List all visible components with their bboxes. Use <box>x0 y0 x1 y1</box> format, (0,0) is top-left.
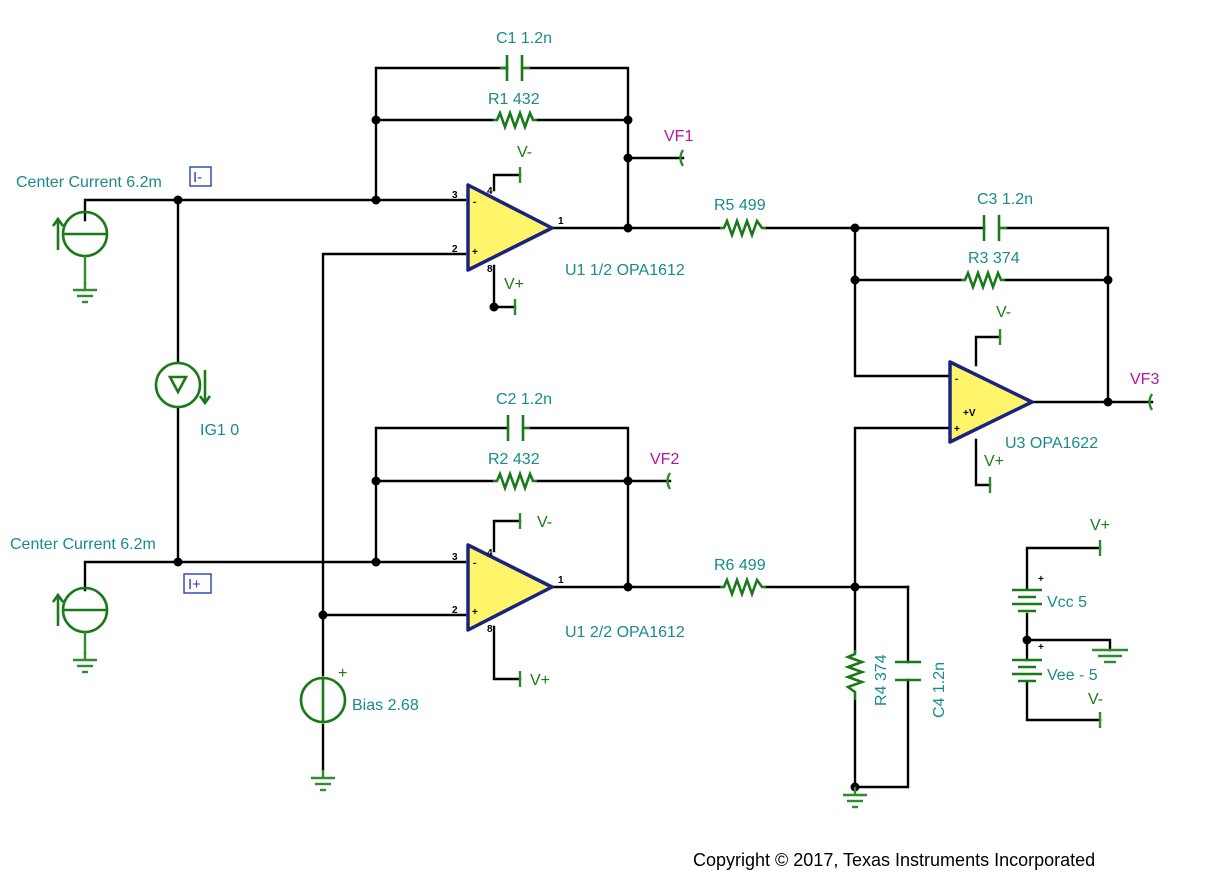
opamp-u3: - + +V <box>948 360 1034 444</box>
voltage-source-bias: + <box>299 665 347 792</box>
svg-text:1: 1 <box>558 575 564 586</box>
label-c3: C3 1.2n <box>977 191 1033 208</box>
label-vf1: VF1 <box>664 128 693 145</box>
ground-symbols <box>841 648 1128 809</box>
label-vee: Vee - 5 <box>1047 667 1098 684</box>
svg-text:+: + <box>472 247 478 258</box>
resistor-r3 <box>961 269 1005 291</box>
label-u1b: U1 2/2 OPA1612 <box>565 624 685 641</box>
svg-text:-: - <box>955 374 958 385</box>
label-c1: C1 1.2n <box>496 30 552 47</box>
svg-text:3: 3 <box>452 552 458 563</box>
svg-text:4: 4 <box>487 548 493 559</box>
terminals <box>513 149 1154 728</box>
svg-text:-: - <box>473 197 476 208</box>
battery-vcc: + <box>1012 574 1044 613</box>
opamp-u1a: 3 2 1 4 8 - + <box>452 183 564 275</box>
label-vminus-u1a: V- <box>517 144 532 161</box>
label-vminus-battery: V- <box>1088 691 1103 708</box>
label-vminus-u1b: V- <box>537 514 552 531</box>
junction-dots <box>173 115 1113 792</box>
i-minus-box <box>189 166 212 187</box>
svg-text:+: + <box>1038 642 1044 653</box>
resistor-r6 <box>720 576 766 598</box>
label-i-plus: I+ <box>188 576 201 593</box>
capacitor-c1 <box>500 55 530 81</box>
label-vcc: Vcc 5 <box>1047 594 1087 611</box>
copyright-notice: Copyright © 2017, Texas Instruments Inco… <box>693 850 1096 870</box>
resistor-r1 <box>493 109 537 131</box>
battery-vee: + <box>1012 642 1044 683</box>
svg-text:-: - <box>473 558 476 569</box>
svg-text:8: 8 <box>487 264 493 275</box>
label-vf3: VF3 <box>1130 371 1159 388</box>
svg-text:+: + <box>472 607 478 618</box>
label-vf2: VF2 <box>650 451 679 468</box>
opamp-u1b: 3 2 1 4 8 - + <box>452 543 564 635</box>
label-u3: U3 OPA1622 <box>1005 435 1098 452</box>
svg-text:+: + <box>1038 574 1044 585</box>
label-vplus-u1b: V+ <box>530 672 550 689</box>
label-ig1: IG1 0 <box>200 422 239 439</box>
svg-text:8: 8 <box>487 624 493 635</box>
label-c2: C2 1.2n <box>496 391 552 408</box>
capacitor-c2 <box>506 415 530 441</box>
label-i-minus: I- <box>193 169 202 186</box>
label-r3: R3 374 <box>968 250 1020 267</box>
label-c4: C4 1.2n <box>931 662 948 718</box>
svg-text:+V: +V <box>963 408 976 419</box>
label-vminus-u3: V- <box>996 304 1011 321</box>
label-vplus-u1a: V+ <box>504 276 524 293</box>
label-vplus-u3: V+ <box>984 453 1004 470</box>
wires <box>83 66 1154 789</box>
resistor-r2 <box>493 470 537 492</box>
label-u1a: U1 1/2 OPA1612 <box>565 262 685 279</box>
svg-text:+: + <box>338 665 347 682</box>
label-r5: R5 499 <box>714 197 766 214</box>
net-labels: VF1 VF2 VF3 V- V+ V- V+ V- V+ V+ V- I- I… <box>183 128 1159 708</box>
resistor-r5 <box>720 217 766 239</box>
component-labels: C1 1.2n R1 432 C2 1.2n R2 432 C3 1.2n R3… <box>10 30 1098 718</box>
current-source-bottom <box>51 586 109 674</box>
svg-text:3: 3 <box>452 190 458 201</box>
svg-text:+: + <box>954 424 960 435</box>
label-r2: R2 432 <box>488 451 540 468</box>
label-r1: R1 432 <box>488 91 540 108</box>
current-source-ig1 <box>154 361 212 409</box>
svg-text:2: 2 <box>452 244 458 255</box>
i-plus-box <box>183 573 212 594</box>
label-r6: R6 499 <box>714 557 766 574</box>
svg-text:2: 2 <box>452 605 458 616</box>
current-source-top <box>51 210 109 304</box>
label-center-current-bottom: Center Current 6.2m <box>10 536 156 553</box>
resistor-r4 <box>844 650 866 700</box>
svg-text:1: 1 <box>558 216 564 227</box>
capacitor-c3 <box>982 215 1007 241</box>
label-center-current-top: Center Current 6.2m <box>16 174 162 191</box>
capacitor-c4 <box>895 660 921 682</box>
label-bias: Bias 2.68 <box>352 697 419 714</box>
label-vplus-battery: V+ <box>1090 517 1110 534</box>
svg-text:4: 4 <box>487 186 493 197</box>
label-r4: R4 374 <box>873 654 890 706</box>
